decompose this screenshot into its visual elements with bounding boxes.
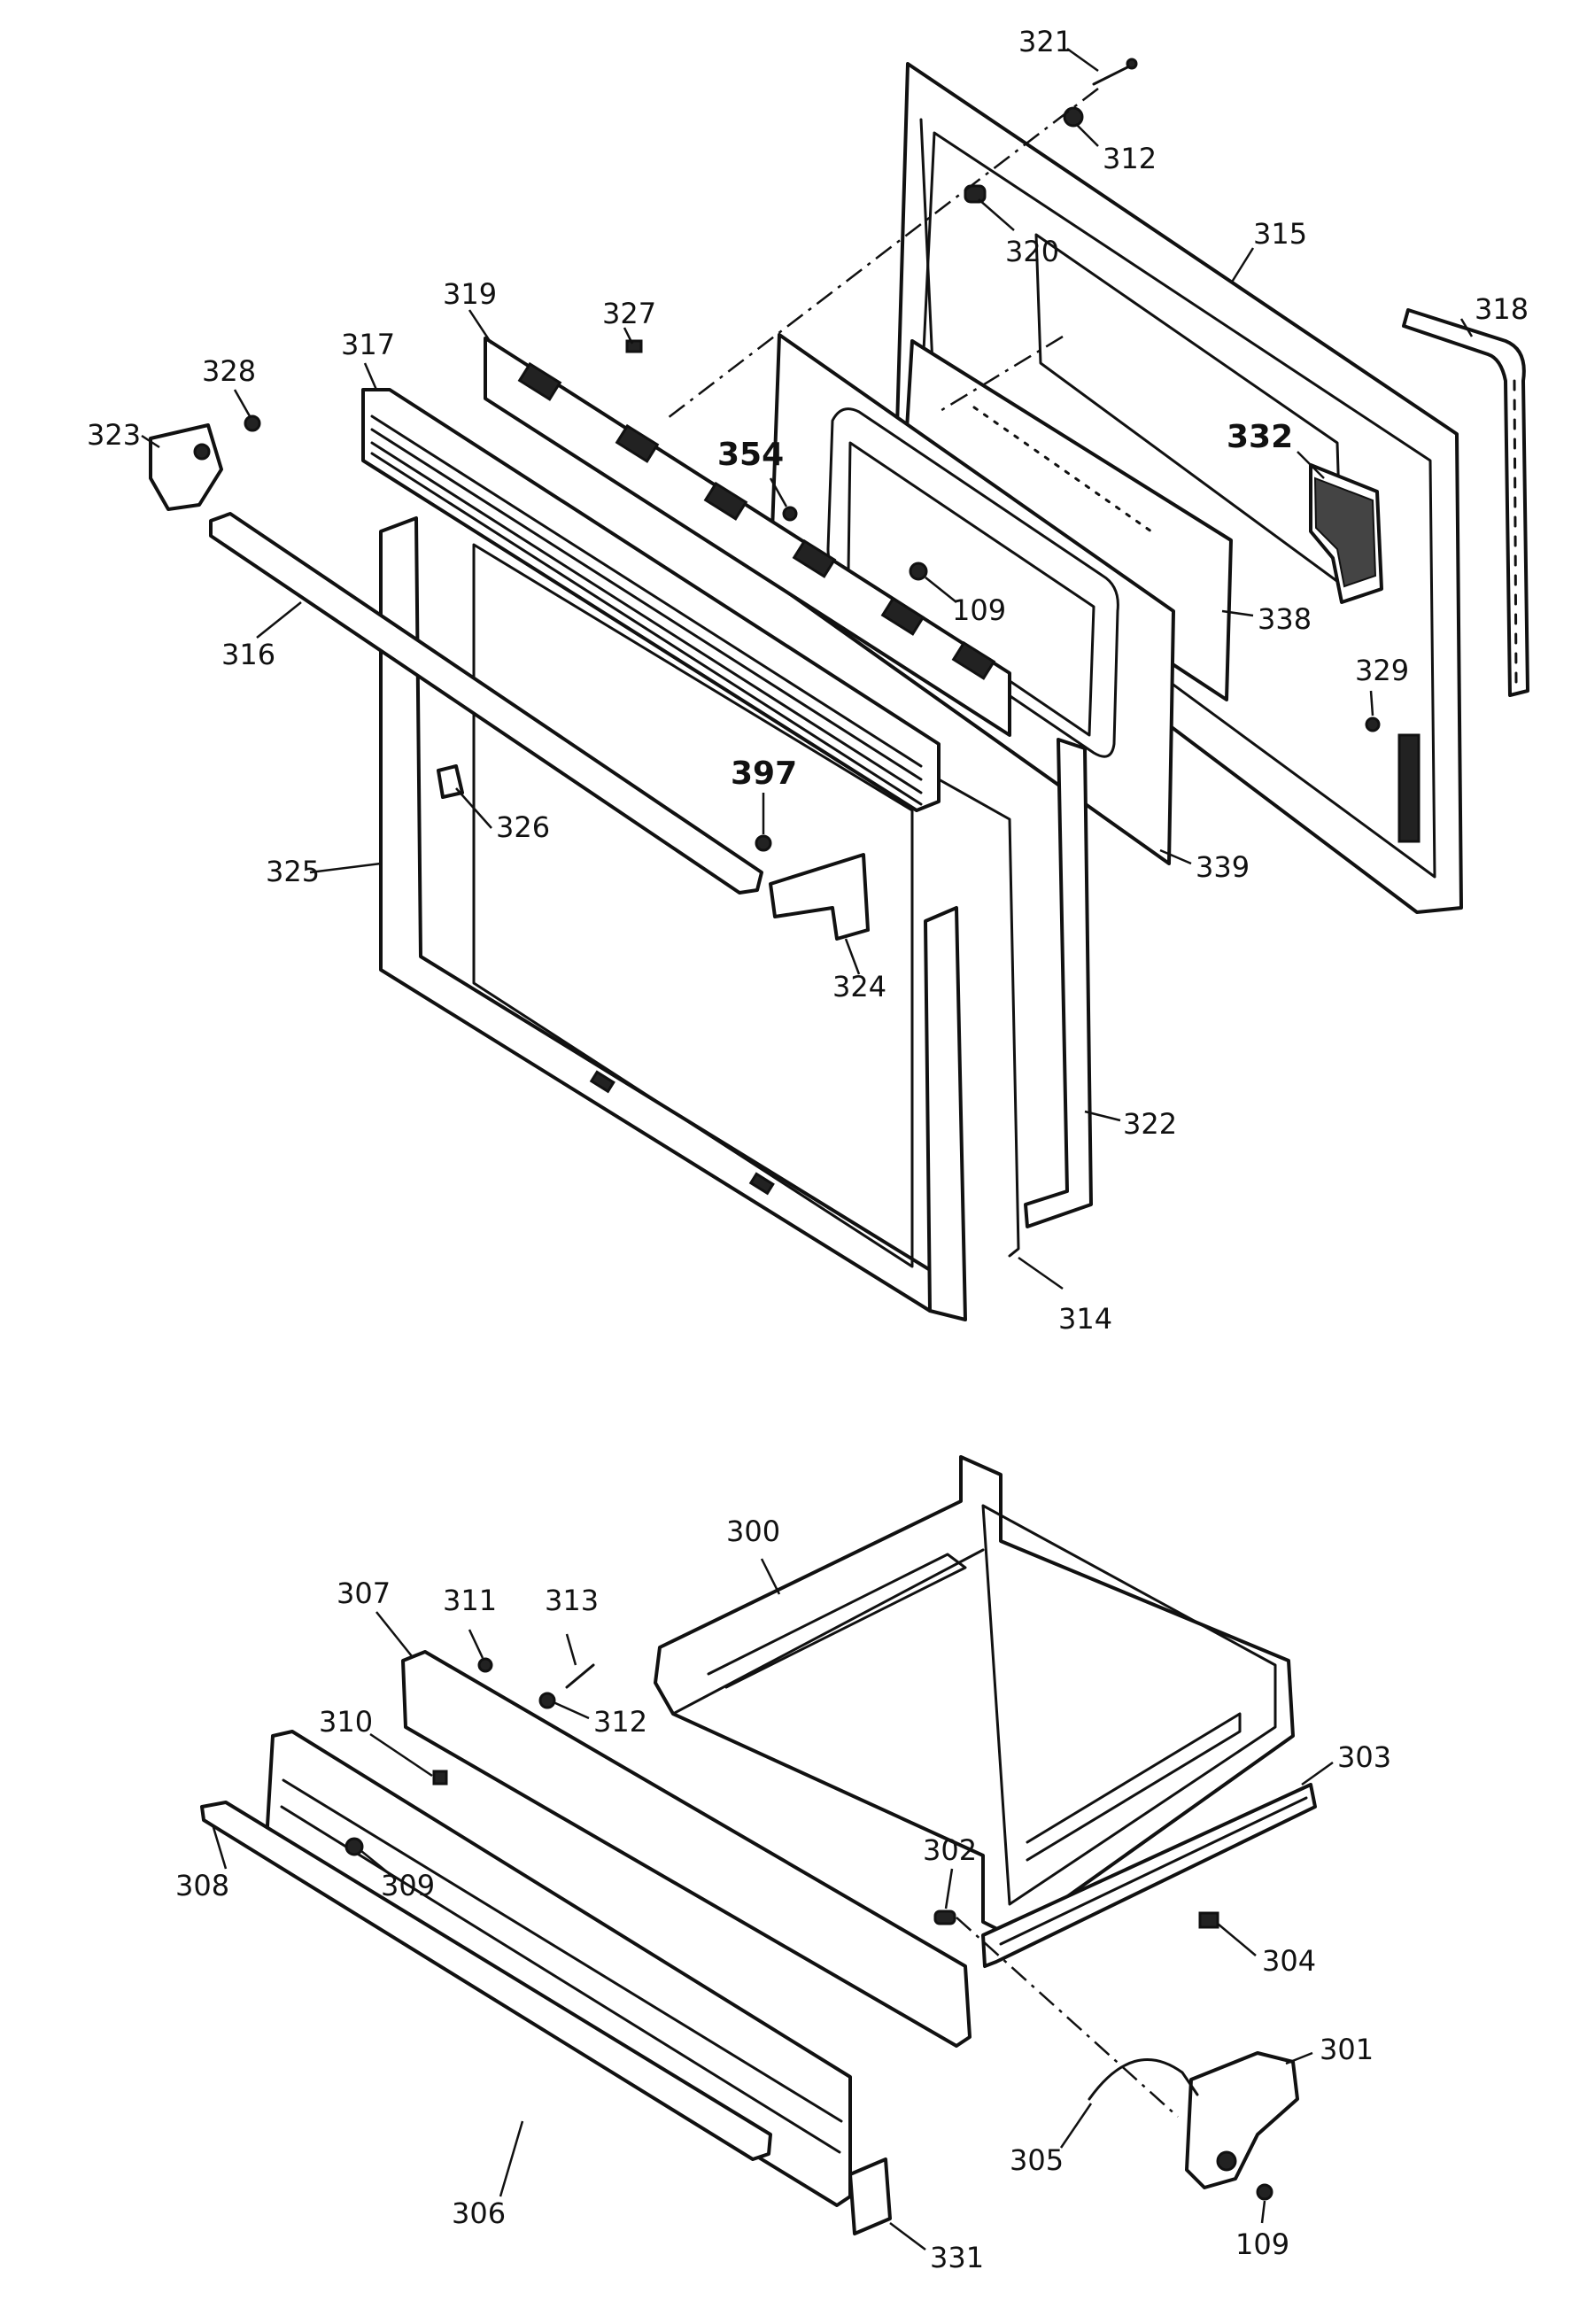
callout-300: 300 [726, 1514, 780, 1548]
spring-wire-305 [1088, 2058, 1199, 2101]
callout-308: 308 [175, 1869, 229, 1902]
callout-321: 321 [1018, 25, 1072, 58]
door-seal-318 [1402, 308, 1529, 697]
callout-309: 309 [381, 1869, 435, 1902]
callout-306: 306 [452, 2196, 506, 2230]
nut-109-top [909, 562, 928, 581]
callout-332: 332 [1227, 419, 1293, 455]
door-frame-325 [379, 516, 967, 1321]
callout-305: 305 [1010, 2143, 1064, 2177]
callout-331: 331 [930, 2241, 984, 2274]
hinge-plate-301 [1185, 2051, 1299, 2189]
callout-310: 310 [319, 1705, 373, 1739]
callout-302: 302 [923, 1833, 977, 1867]
clip-304 [1198, 1911, 1219, 1929]
door-outer-panel-315 [893, 62, 1463, 914]
callout-303: 303 [1337, 1740, 1391, 1774]
stud-302 [933, 1910, 956, 1925]
stud-320 [964, 184, 987, 204]
callout-338: 338 [1258, 602, 1312, 636]
callout-312: 312 [1103, 142, 1157, 175]
stud-310 [432, 1770, 448, 1786]
drawer-runner-303 [981, 1783, 1317, 1968]
callout-314: 314 [1058, 1302, 1112, 1336]
screw-313 [565, 1663, 595, 1689]
callout-313: 313 [545, 1584, 599, 1617]
callout-317: 317 [341, 328, 395, 361]
handle-bracket-324 [769, 853, 870, 941]
nut-109-bottom [1256, 2183, 1273, 2201]
callout-319: 319 [443, 277, 497, 311]
callout-315: 315 [1253, 217, 1307, 251]
callout-311: 311 [443, 1584, 497, 1617]
callout-320: 320 [1005, 235, 1059, 268]
callout-354: 354 [717, 437, 784, 473]
callout-324: 324 [832, 970, 886, 1003]
callout-326: 326 [496, 810, 550, 844]
callout-323: 323 [87, 418, 141, 452]
callout-301: 301 [1320, 2033, 1374, 2066]
callout-312-bottom: 312 [593, 1705, 647, 1739]
callout-labels: 321 312 320 315 318 319 327 317 328 323 … [87, 25, 1529, 2274]
washer-309 [344, 1837, 364, 1856]
callout-307: 307 [337, 1576, 391, 1610]
callout-339: 339 [1196, 850, 1250, 884]
nut-312-top [1063, 106, 1084, 128]
callout-316: 316 [221, 638, 275, 671]
screw-397 [755, 834, 772, 852]
hinge-bracket-323 [149, 423, 223, 511]
insulation-block-332 [1309, 463, 1383, 604]
drawer-box-300 [654, 1455, 1295, 1933]
callout-325: 325 [266, 855, 320, 888]
nut-311 [477, 1657, 493, 1673]
fastener-screw-321 [1092, 58, 1138, 86]
clip-327 [625, 339, 643, 353]
leader-lines [141, 47, 1474, 2250]
side-bracket-331 [848, 2157, 892, 2235]
callout-109-bottom: 109 [1235, 2227, 1289, 2261]
callout-329: 329 [1355, 654, 1409, 687]
side-trim-322 [1024, 738, 1093, 1228]
nut-328 [244, 414, 261, 432]
screw-354 [782, 506, 798, 522]
nut-312-bottom [538, 1692, 556, 1709]
callout-328: 328 [202, 354, 256, 388]
handle-rod-316 [209, 512, 763, 895]
callout-318: 318 [1475, 292, 1529, 326]
drawer-inner-panel-307 [401, 1650, 972, 2048]
screw-329 [1365, 717, 1381, 732]
callout-397: 397 [731, 755, 797, 792]
callout-322: 322 [1123, 1107, 1177, 1141]
callout-304: 304 [1262, 1944, 1316, 1978]
callout-109: 109 [952, 593, 1006, 627]
inner-panel-314 [937, 778, 1020, 1258]
vent-baffle-319 [484, 337, 1011, 737]
vent-panel-317 [361, 388, 941, 812]
callout-327: 327 [602, 297, 656, 330]
drawer-handle-308 [200, 1801, 772, 2161]
